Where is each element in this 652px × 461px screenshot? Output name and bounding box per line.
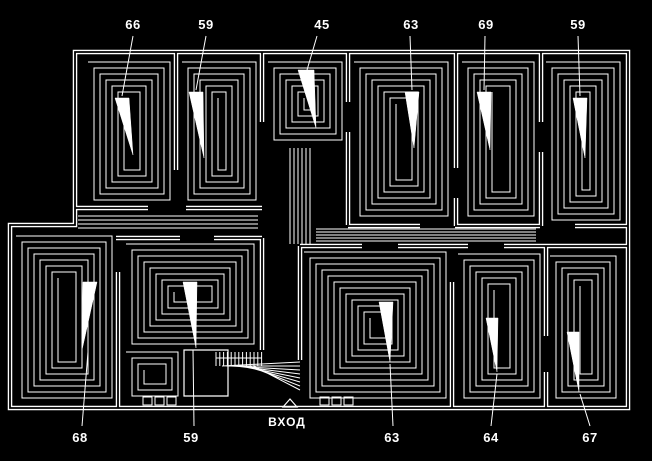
heating-loop	[354, 61, 449, 217]
leader-line	[490, 373, 498, 427]
circuit-label-bottom-2: 59	[183, 430, 199, 445]
leader-line	[195, 35, 207, 91]
heating-loop	[126, 243, 255, 345]
wall-sill	[142, 396, 354, 406]
leader-line	[81, 351, 89, 427]
walls	[7, 49, 631, 411]
manifold-comb	[215, 352, 263, 366]
flow-arrow-icon	[188, 91, 205, 159]
entrance-arrow-icon	[281, 398, 299, 408]
leader-line	[192, 349, 195, 427]
circuit-label-bottom-5: 67	[582, 430, 598, 445]
circuit-label-top-3: 45	[314, 17, 330, 32]
flow-arrow-icon	[485, 317, 499, 373]
flow-arrow-icon	[378, 301, 394, 363]
heating-loop	[458, 253, 541, 399]
leader-lines	[81, 35, 591, 427]
heating-loop	[182, 61, 257, 201]
heating-loop	[16, 235, 113, 399]
entrance-label: ВХОД	[268, 415, 306, 429]
flow-arrow-icon	[114, 97, 134, 156]
circuit-label-top-4: 63	[403, 17, 419, 32]
leader-line	[579, 393, 591, 427]
leader-line	[577, 35, 581, 97]
heating-loop	[550, 255, 617, 399]
heating-coils	[16, 61, 621, 399]
flow-arrows	[81, 69, 588, 393]
pipe-bundles	[78, 148, 536, 391]
heating-loop	[126, 351, 179, 397]
leader-line	[409, 35, 413, 91]
flow-arrow-icon	[572, 97, 588, 159]
wall-core	[9, 51, 629, 409]
circuit-label-bottom-3: 63	[384, 430, 400, 445]
heating-loop	[462, 61, 535, 217]
heating-loop	[304, 251, 447, 399]
circuit-label-top-5: 69	[478, 17, 494, 32]
heating-loop	[546, 61, 621, 221]
flow-arrow-icon	[566, 331, 580, 393]
flow-arrow-icon	[297, 69, 317, 129]
heating-loop	[88, 61, 171, 201]
wall	[7, 49, 631, 411]
flow-arrow-icon	[81, 281, 98, 351]
circuit-label-top-2: 59	[198, 17, 214, 32]
flow-arrow-icon	[182, 281, 198, 349]
symbols	[142, 396, 354, 408]
circuit-label-top-6: 59	[570, 17, 586, 32]
circuit-label-bottom-4: 64	[483, 430, 499, 445]
leader-line	[306, 35, 318, 71]
manifold-cabinet	[183, 349, 229, 397]
circuit-label-bottom-1: 68	[72, 430, 88, 445]
pipe-bundle	[78, 148, 536, 391]
leader-line	[483, 35, 486, 91]
leader-line	[121, 35, 134, 97]
leader-line	[389, 363, 394, 427]
flow-arrow-icon	[476, 91, 492, 151]
manifold	[183, 349, 263, 397]
flow-arrow-icon	[404, 91, 420, 149]
heating-loop	[268, 61, 343, 141]
circuit-label-top-1: 66	[125, 17, 141, 32]
